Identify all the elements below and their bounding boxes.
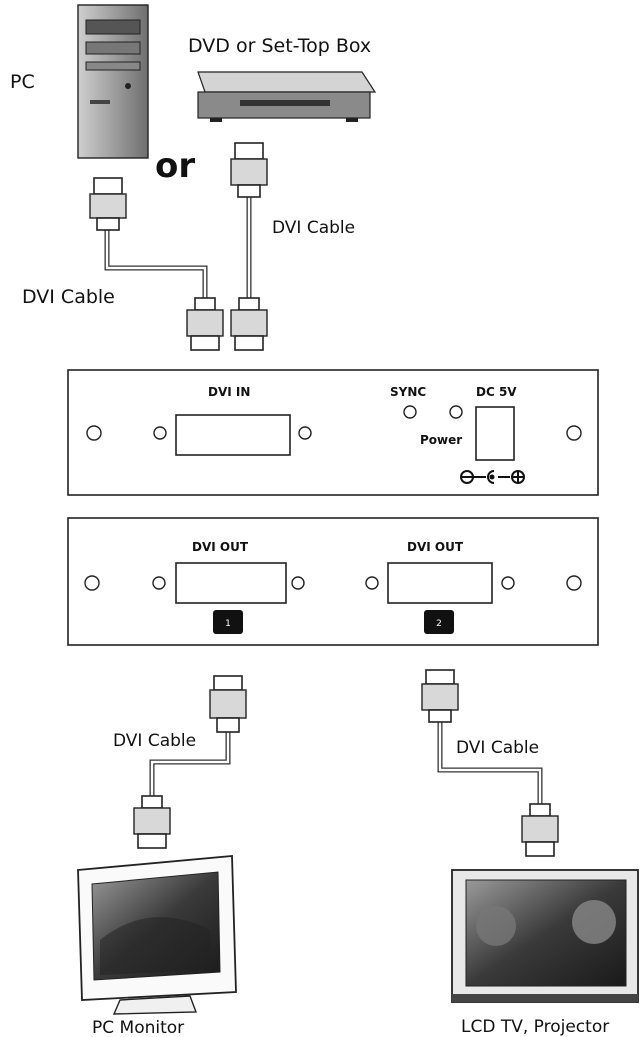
polarity-icon: [460, 470, 525, 484]
dvi-out-port-1: [175, 562, 287, 604]
monitor-label: PC Monitor: [92, 1018, 184, 1037]
dvd-dvi-cable: [230, 142, 268, 351]
dvi-out-2-label: DVI OUT: [407, 540, 464, 554]
output-panel: 1 2 DVI OUT DVI OUT: [67, 517, 599, 646]
pc-dvi-cable: [89, 177, 224, 351]
pc-label: PC: [10, 71, 35, 93]
sync-label: SYNC: [390, 385, 426, 399]
cable-label-dvd: DVI Cable: [272, 218, 355, 238]
dvi-in-label: DVI IN: [208, 385, 250, 399]
power-led: [449, 405, 463, 419]
screw-hole: [298, 426, 312, 440]
screw-hole: [153, 426, 167, 440]
dvi-out-port-2: [387, 562, 493, 604]
screw-hole: [291, 576, 305, 590]
tv-label: LCD TV, Projector: [461, 1017, 609, 1037]
screw-hole: [365, 576, 379, 590]
input-panel: DVI IN SYNC Power DC 5V: [67, 369, 599, 496]
or-label: or: [155, 146, 195, 186]
mount-hole: [566, 425, 582, 441]
dc-jack: [475, 406, 515, 461]
screw-hole: [501, 576, 515, 590]
cable-label-pc: DVI Cable: [22, 286, 115, 308]
mount-hole: [566, 575, 582, 591]
tv-dvi-cable: [421, 669, 559, 857]
dvi-out-1-label: DVI OUT: [192, 540, 249, 554]
output-badge-2: [424, 610, 454, 634]
cable-label-out-2: DVI Cable: [456, 738, 539, 758]
output-badge-1-text: 1: [225, 619, 231, 629]
dvd-player-icon: [197, 71, 377, 122]
mount-hole: [86, 425, 102, 441]
pc-tower-icon: [77, 4, 149, 159]
lcd-tv-icon: [451, 869, 639, 1003]
monitor-dvi-cable: [133, 675, 247, 849]
output-badge-2-text: 2: [436, 619, 442, 629]
sync-led: [403, 405, 417, 419]
cable-label-out-1: DVI Cable: [113, 731, 196, 751]
pc-monitor-icon: [77, 855, 237, 1015]
power-label: Power: [420, 433, 462, 447]
dvi-in-port: [175, 414, 291, 456]
mount-hole: [84, 575, 100, 591]
screw-hole: [152, 576, 166, 590]
dc-label: DC 5V: [476, 385, 517, 399]
dvd-label: DVD or Set-Top Box: [188, 35, 371, 57]
output-badge-1: [213, 610, 243, 634]
